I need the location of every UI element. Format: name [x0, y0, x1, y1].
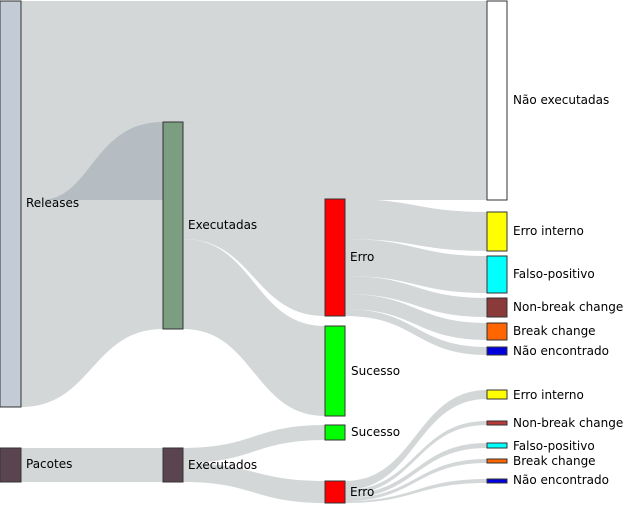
- label-executados: Executados: [188, 458, 257, 472]
- label-releases: Releases: [26, 196, 79, 210]
- label-nao-executadas: Não executadas: [513, 93, 609, 107]
- node-nao-encontrado-pacotes[interactable]: [486, 478, 508, 484]
- node-erro-pacotes[interactable]: [324, 480, 346, 504]
- node-non-break-pacotes[interactable]: [486, 420, 508, 426]
- node-nao-encontrado-releases[interactable]: [486, 346, 508, 356]
- label-nao-encontrado-pacotes: Não encontrado: [513, 473, 609, 487]
- label-sucesso-pacotes: Sucesso: [351, 425, 400, 439]
- label-falso-positivo-releases: Falso-positivo: [513, 267, 595, 281]
- flow-erro-p-non-break: [345, 421, 487, 494]
- label-pacotes: Pacotes: [26, 457, 72, 471]
- label-non-break-pacotes: Non-break change: [513, 416, 623, 430]
- flow-executados-sucesso: [183, 425, 325, 463]
- label-erro-pacotes: Erro: [350, 485, 374, 499]
- flow-erro-p-break: [345, 459, 487, 501]
- node-sucesso-pacotes[interactable]: [324, 424, 346, 441]
- flow-erro-nao-encontrado: [345, 309, 487, 355]
- flow-erro-break: [345, 294, 487, 340]
- flow-erro-p-erro-interno: [345, 390, 487, 490]
- nodes: [0, 0, 508, 504]
- flow-erro-non-break: [345, 276, 487, 317]
- label-sucesso-releases: Sucesso: [351, 364, 400, 378]
- label-executadas: Executadas: [188, 218, 257, 232]
- label-erro-releases: Erro: [350, 250, 374, 264]
- node-releases[interactable]: [0, 0, 22, 408]
- flow-erro-p-nao-encontrado: [345, 479, 487, 503]
- node-falso-positivo-pacotes[interactable]: [486, 442, 508, 449]
- flow-executadas-erro: [183, 122, 325, 316]
- node-pacotes[interactable]: [0, 447, 22, 483]
- flow-pacotes-executados: [21, 448, 163, 482]
- label-falso-positivo-pacotes: Falso-positivo: [513, 439, 595, 453]
- labels: Releases Executadas Não executadas Erro …: [26, 93, 623, 499]
- node-executados[interactable]: [162, 447, 184, 483]
- flow-executados-erro: [183, 463, 325, 503]
- flow-erro-falso-positivo: [345, 239, 487, 293]
- node-erro-releases[interactable]: [324, 198, 346, 317]
- label-erro-interno-releases: Erro interno: [513, 224, 584, 238]
- label-erro-interno-pacotes: Erro interno: [513, 388, 584, 402]
- node-sucesso-releases[interactable]: [324, 325, 346, 417]
- node-falso-positivo-releases[interactable]: [486, 255, 508, 294]
- node-erro-interno-releases[interactable]: [486, 211, 508, 252]
- label-break-pacotes: Break change: [513, 454, 596, 468]
- label-non-break-releases: Non-break change: [513, 300, 623, 314]
- node-executadas[interactable]: [162, 121, 184, 330]
- node-break-releases[interactable]: [486, 322, 508, 341]
- flows: [21, 1, 487, 503]
- flow-erro-p-falso-positivo: [345, 443, 487, 498]
- node-break-pacotes[interactable]: [486, 458, 508, 464]
- node-nao-executadas[interactable]: [486, 0, 508, 201]
- label-break-releases: Break change: [513, 324, 596, 338]
- flow-executadas-sucesso: [183, 239, 325, 416]
- flow-erro-erro-interno: [345, 199, 487, 251]
- node-erro-interno-pacotes[interactable]: [486, 389, 508, 400]
- label-nao-encontrado-releases: Não encontrado: [513, 344, 609, 358]
- node-non-break-releases[interactable]: [486, 297, 508, 318]
